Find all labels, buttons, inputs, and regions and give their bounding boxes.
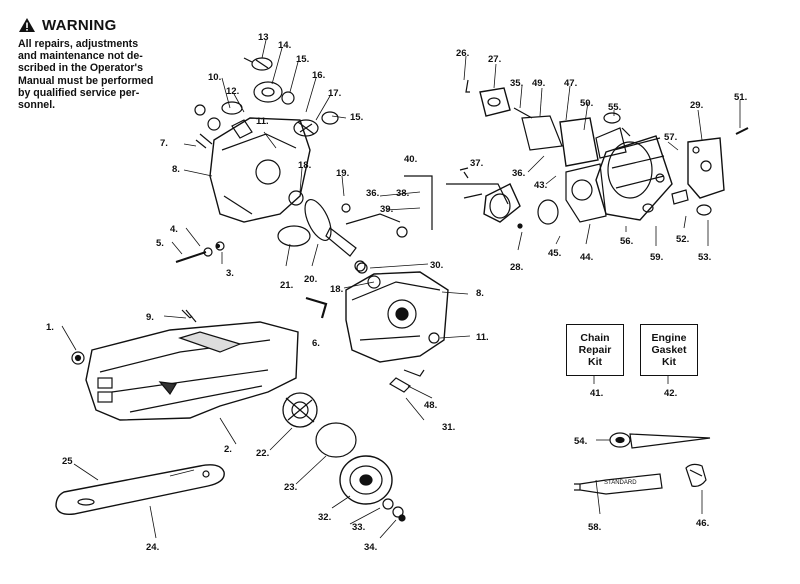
callout: 41. (590, 388, 603, 399)
callout: 45. (548, 248, 561, 259)
callout: 1. (46, 322, 54, 333)
callout: 17. (328, 88, 341, 99)
callout: 56. (620, 236, 633, 247)
bar-cover (85, 321, 299, 421)
callout: 55. (608, 102, 621, 113)
callout: 14. (278, 40, 291, 51)
warning-text: All repairs, adjustments and maintenance… (18, 38, 154, 112)
callout: 2. (224, 444, 232, 455)
callout: 36. (512, 168, 525, 179)
callout: 24. (146, 542, 159, 553)
callout: 35. (510, 78, 523, 89)
callout: 18. (330, 284, 343, 295)
callout: 53. (698, 252, 711, 263)
callout: 38. (396, 188, 409, 199)
callout: 3. (226, 268, 234, 279)
callout: 33. (352, 522, 365, 533)
engine-gasket-kit-box: Engine Gasket Kit (640, 324, 698, 376)
throttle-parts (194, 57, 339, 137)
callout: 11. (476, 332, 489, 343)
callout: 12. (226, 86, 239, 97)
chain-repair-kit-box: Chain Repair Kit (566, 324, 624, 376)
callout: 42. (664, 388, 677, 399)
callout: 37. (470, 158, 483, 169)
callout: 15. (296, 54, 309, 65)
tube-label: STANDARD (604, 480, 637, 486)
callout: 25 (62, 456, 73, 467)
callout: 11. (256, 116, 269, 127)
callout: 10. (208, 72, 221, 83)
callout: 8. (476, 288, 484, 299)
callout: 52. (676, 234, 689, 245)
callout: 18. (298, 160, 311, 171)
callout: 20. (304, 274, 317, 285)
callout: 5. (156, 238, 164, 249)
callout: 39. (380, 204, 393, 215)
leader-lines (61, 39, 741, 539)
callout: 47. (564, 78, 577, 89)
clutch-assembly (282, 392, 406, 522)
callout: 32. (318, 512, 331, 523)
callout-bracket-40 (404, 175, 433, 230)
callout: 48. (424, 400, 437, 411)
rear-handle-housing (195, 117, 311, 223)
callout: 15. (350, 112, 363, 123)
callout: 6. (312, 338, 320, 349)
callout: 29. (690, 100, 703, 111)
callout: 34. (364, 542, 377, 553)
cylinder-assembly (459, 79, 749, 229)
callout-bracket-37 (446, 183, 509, 205)
callout: 7. (160, 138, 168, 149)
callout: 50. (580, 98, 593, 109)
callout: 9. (146, 312, 154, 323)
callout-numbers: 1. 2. 3. 4. 5. 6. 7. 8. 8. 9. 10. 11. 11… (46, 32, 747, 553)
callout: 49. (532, 78, 545, 89)
warning-icon (19, 18, 35, 32)
callout: 30. (430, 260, 443, 271)
callout: 40. (404, 154, 417, 165)
callout: 16. (312, 70, 325, 81)
callout: 54. (574, 436, 587, 447)
callout: 58. (588, 522, 601, 533)
callout: 27. (488, 54, 501, 65)
callout: 51. (734, 92, 747, 103)
callout: 44. (580, 252, 593, 263)
warning-title: WARNING (42, 16, 117, 34)
callout: 59. (650, 252, 663, 263)
callout: 31. (442, 422, 455, 433)
callout: 43. (534, 180, 547, 191)
callout: 21. (280, 280, 293, 291)
crankshaft (277, 199, 408, 272)
guide-bar (55, 464, 225, 516)
callout: 22. (256, 448, 269, 459)
callout: 23. (284, 482, 297, 493)
crankcase-housing (345, 262, 449, 393)
callout: 28. (510, 262, 523, 273)
callout: 19. (336, 168, 349, 179)
callout: 4. (170, 224, 178, 235)
callout: 13 (258, 32, 269, 43)
warning-notice: WARNING All repairs, adjustments and mai… (18, 14, 190, 112)
callout: 36. (366, 188, 379, 199)
accessory-parts (574, 432, 711, 495)
callout: 26. (456, 48, 469, 59)
callout: 57. (664, 132, 677, 143)
callout: 46. (696, 518, 709, 529)
lever-6 (305, 296, 328, 319)
callout: 8. (172, 164, 180, 175)
nut-1 (71, 351, 85, 365)
